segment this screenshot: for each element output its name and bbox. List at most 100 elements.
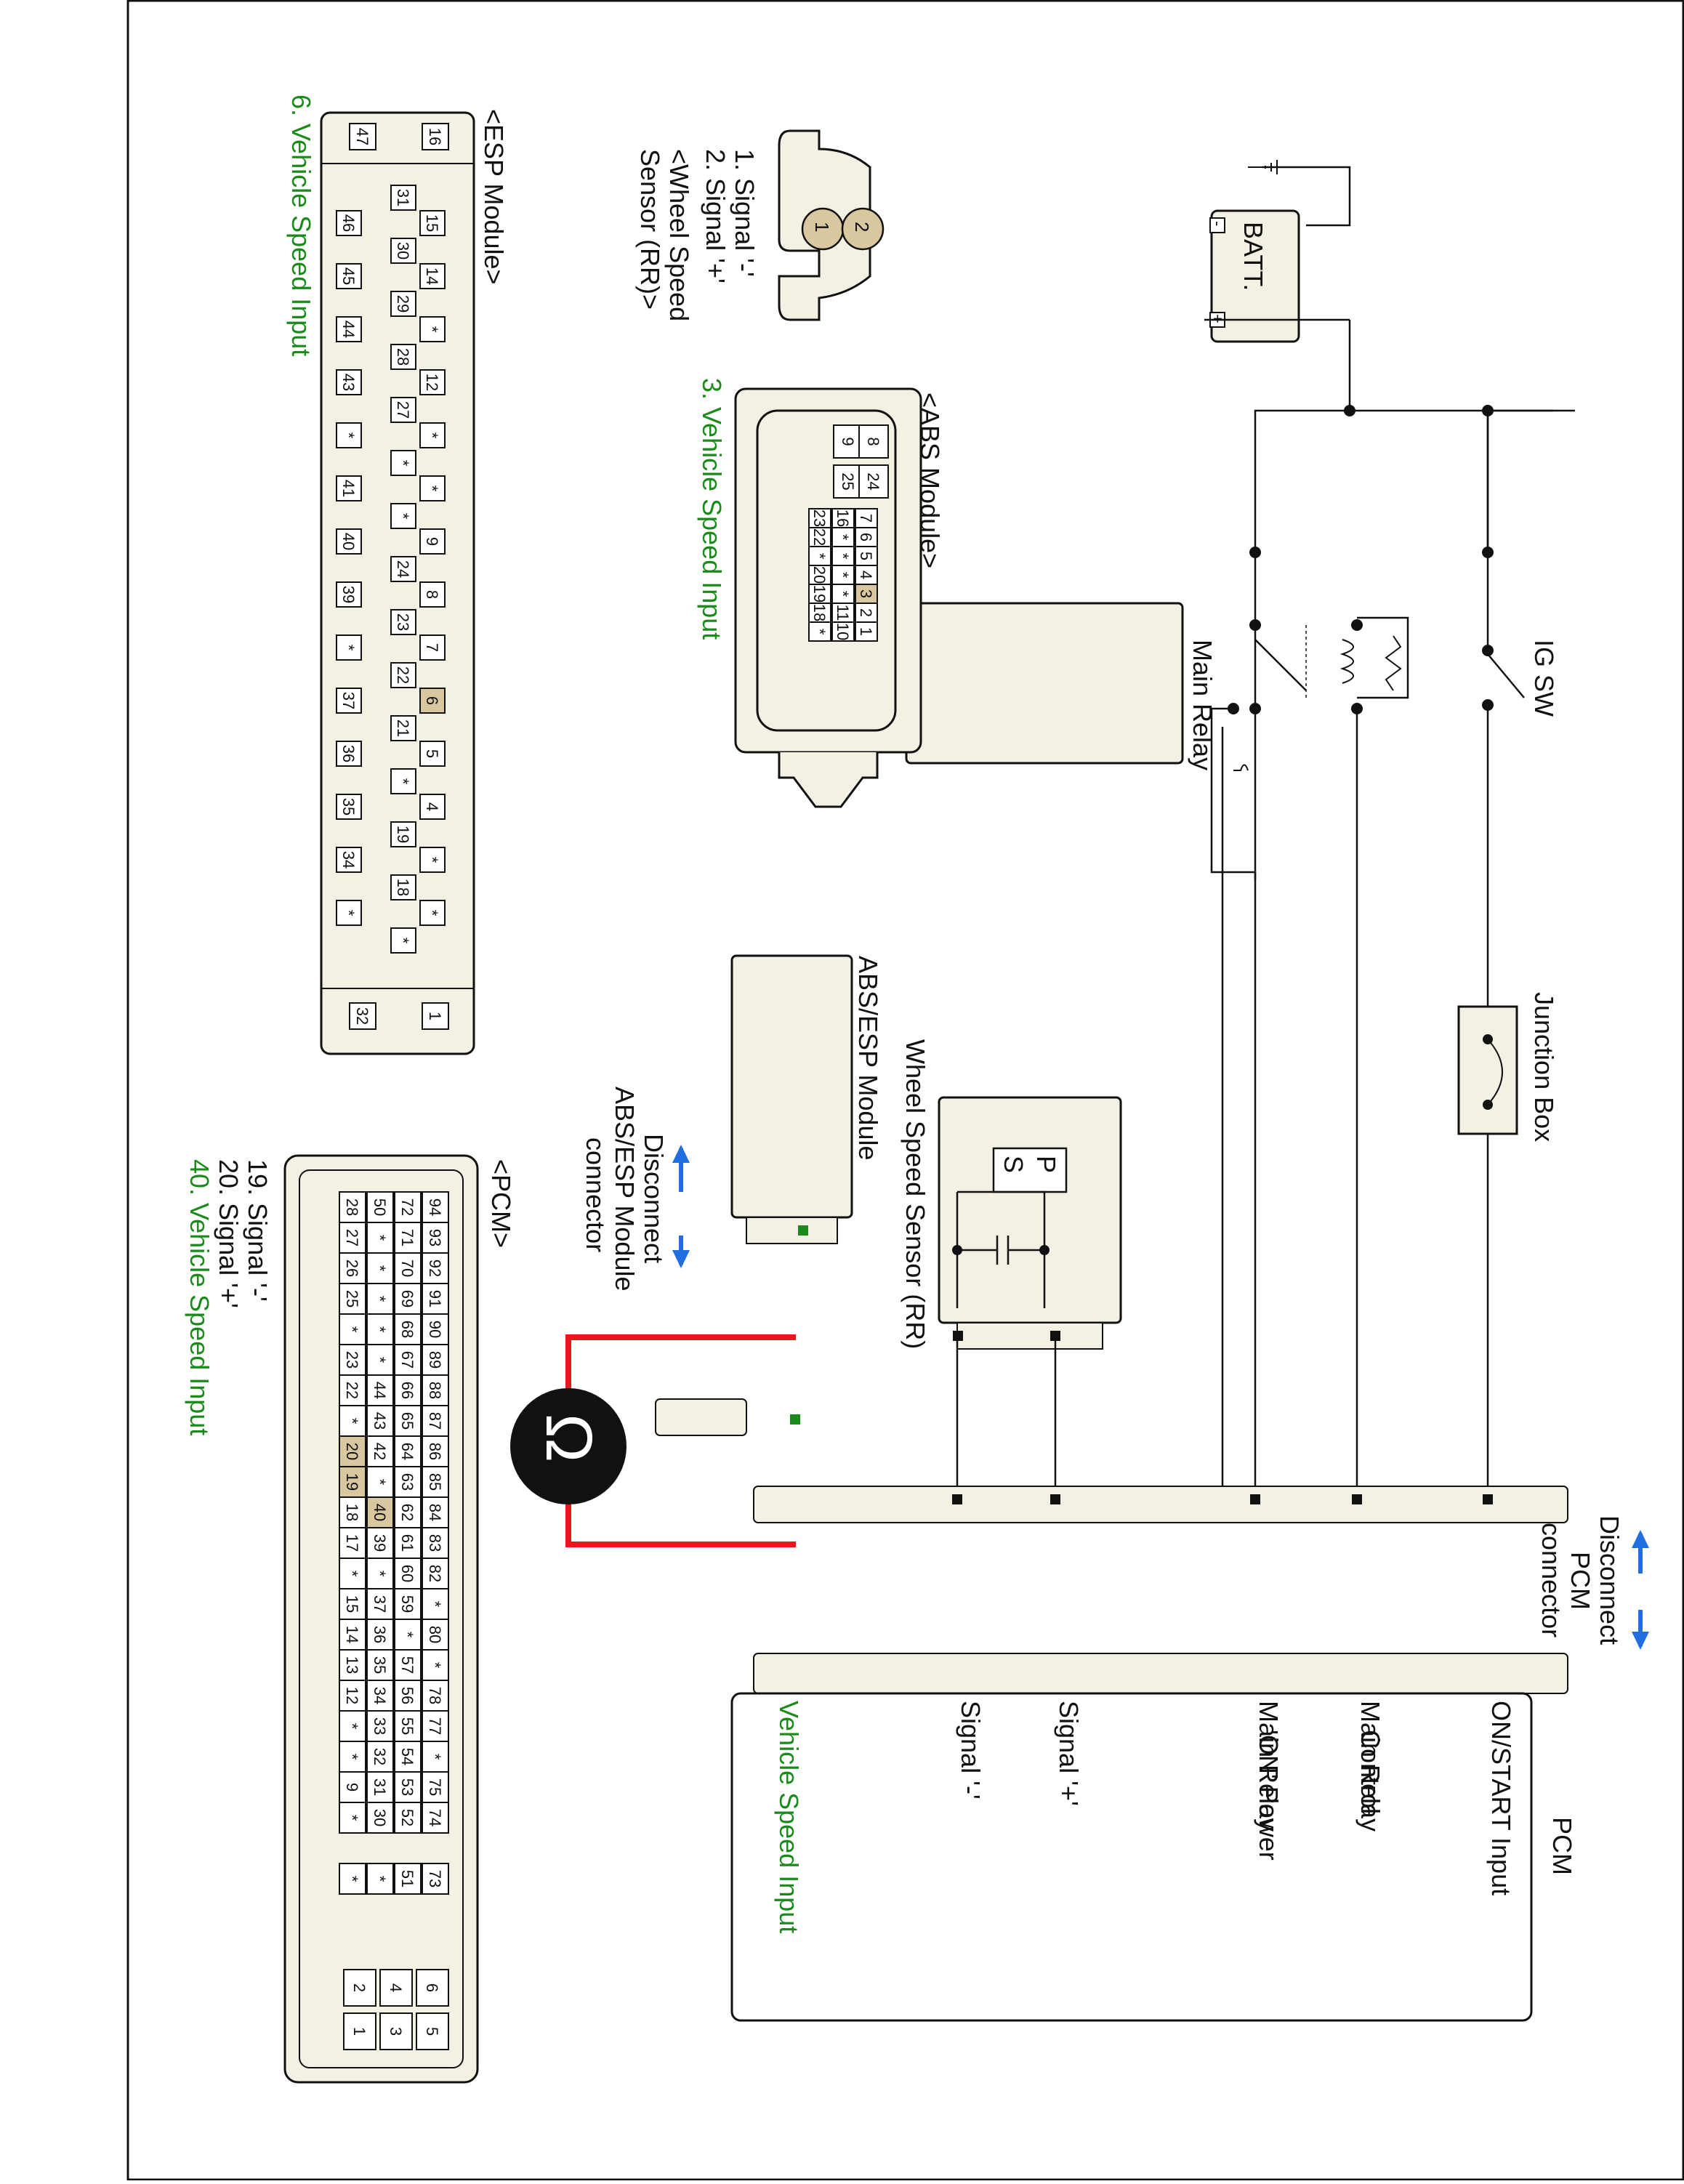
esp-pin-b2-label: 29 — [394, 295, 412, 313]
pcm-pin-label-2-0: Main Relay — [1254, 1701, 1284, 1832]
pcm-pin-r0-7-label: 87 — [426, 1412, 444, 1430]
esp-pin-c10-label: 36 — [339, 745, 358, 762]
pcm-legend-3: 40. Vehicle Speed Input — [185, 1159, 214, 1435]
pcm-pin-r0-14-label: 80 — [426, 1626, 444, 1643]
pcm-pin-r2-4: * — [366, 1313, 394, 1345]
esp-pin-b0-label: 31 — [394, 189, 412, 206]
pcm-pin-r1-7-label: 65 — [398, 1412, 416, 1430]
pcm-pin-r0-18: * — [422, 1741, 449, 1773]
abs-legend: 3. Vehicle Speed Input — [697, 378, 727, 640]
pcm-legend-2: 20. Signal '+' — [214, 1159, 243, 1308]
abs-harness-connector — [655, 1398, 747, 1436]
pcm-pin-r3-14-label: 14 — [343, 1626, 361, 1643]
pcm-pin-r2-15: 35 — [366, 1649, 394, 1681]
pcm-pin-r1-15-label: 57 — [398, 1656, 416, 1674]
abs-pin-r1-1: * — [831, 527, 855, 547]
pcm-pin-r0-20: 74 — [422, 1802, 449, 1834]
pcm-pin-r0-8: 86 — [422, 1435, 449, 1467]
esp-pin-b13: 18 — [390, 874, 416, 900]
pcm-pin-r0-4: 90 — [422, 1313, 449, 1345]
abs-pin-r1-0-label: 16 — [834, 509, 852, 527]
wss-legend-1: 1. Signal '-' — [730, 149, 760, 277]
abs-pin-r0-0-label: 7 — [857, 514, 875, 523]
pcm-small-pin-2: 2 — [343, 1969, 376, 2007]
pcm-pin-r3-20: * — [339, 1802, 366, 1834]
pcm-pin-r2-13: 37 — [366, 1588, 394, 1620]
esp-pin-b12: 19 — [390, 821, 416, 847]
pcm-pin-r1-18-label: 54 — [398, 1748, 416, 1765]
esp-pin-c11-label: 35 — [339, 798, 358, 815]
pcm-pin-r0-16-label: 78 — [426, 1687, 444, 1704]
abs-pin-r0-3: 4 — [855, 565, 878, 585]
abs-pin-r0-1-label: 6 — [857, 533, 875, 541]
esp-pin-c10: 36 — [336, 741, 362, 767]
pcm-pin-r0-9: 85 — [422, 1466, 449, 1498]
abs-pin-r1-3: * — [831, 565, 855, 585]
abs-esp-module-label: ABS/ESP Module — [853, 956, 883, 1161]
esp-pin-c1-label: 45 — [339, 267, 358, 285]
pcm-pin-r3-19-label: 9 — [343, 1783, 361, 1792]
pcm-pin-r3-10-label: 18 — [343, 1504, 361, 1521]
pcm-pin-r0-13-label: * — [426, 1601, 444, 1608]
pcm-pin-r2-16: 34 — [366, 1680, 394, 1712]
pcm-pin-r3-22-label: * — [343, 1876, 361, 1882]
abs-pin-r2-6-label: * — [810, 629, 829, 635]
abs-pin-r2-1-label: 22 — [810, 528, 829, 546]
disconnect-abs-line2: ABS/ESP Module — [610, 1087, 640, 1292]
pcm-pin-r0-17-label: 77 — [426, 1717, 444, 1735]
pcm-pin-r0-2: 92 — [422, 1252, 449, 1284]
disconnect-pcm-line3: connector — [1536, 1523, 1566, 1637]
esp-pin-b8: 23 — [390, 609, 416, 635]
esp-pin-corner-1: 1 — [422, 1002, 449, 1030]
esp-pin-a10-label: 5 — [423, 749, 441, 758]
pcm-pin-r2-1: * — [366, 1222, 394, 1254]
abs-pin-r1-4-label: * — [834, 591, 852, 597]
esp-pin-a13: * — [419, 900, 446, 926]
pcm-pin-r1-5: 67 — [394, 1344, 422, 1376]
pcm-title: PCM — [1547, 1817, 1577, 1875]
esp-pin-c7: 39 — [336, 581, 362, 608]
pcm-pin-r0-6-label: 88 — [426, 1382, 444, 1399]
esp-pin-corner-32-label: 32 — [353, 1007, 371, 1025]
esp-pin-c9: 37 — [336, 688, 362, 714]
esp-pin-c12: 34 — [336, 847, 362, 873]
esp-pin-a9: 6 — [419, 688, 446, 714]
pcm-pin-r3-5-label: 23 — [343, 1351, 361, 1369]
esp-pin-b1: 30 — [390, 238, 416, 264]
pcm-pin-r0-5: 89 — [422, 1344, 449, 1376]
esp-pin-b6: * — [390, 503, 416, 529]
pcm-pin-r1-2-label: 70 — [398, 1260, 416, 1277]
esp-pin-a0: 15 — [419, 210, 446, 236]
abs-pin-1-label: 8 — [864, 437, 882, 446]
pcm-legend-1: 19. Signal '-' — [243, 1159, 273, 1302]
pcm-pin-r1-14-label: * — [398, 1632, 416, 1638]
pcm-pin-r2-3: * — [366, 1283, 394, 1315]
pcm-pin-grid: 94939291908988878685848382*80*7877*75747… — [339, 1191, 449, 2050]
wss-legend-2: 2. Signal '+' — [701, 149, 730, 283]
esp-pin-corner-47-label: 47 — [353, 128, 371, 145]
pcm-pin-r1-4-label: 68 — [398, 1321, 416, 1338]
pcm-small-pin-6-label: 6 — [423, 1983, 441, 1992]
esp-pin-a2: * — [419, 316, 446, 342]
abs-pin-r0-0: 7 — [855, 508, 878, 528]
pcm-pin-r1-9-label: 63 — [398, 1473, 416, 1491]
pcm-pin-r0-19-label: 75 — [426, 1778, 444, 1796]
abs-pin-r2-0-label: 23 — [810, 509, 829, 527]
esp-pin-b10: 21 — [390, 715, 416, 741]
pcm-pin-r0-2-label: 92 — [426, 1260, 444, 1277]
pcm-pin-r3-6-label: 22 — [343, 1382, 361, 1399]
abs-pin-r2-5: 18 — [808, 603, 831, 623]
pcm-pin-r2-22: * — [366, 1863, 394, 1895]
esp-pin-a2-label: * — [423, 326, 441, 333]
esp-pin-c0-label: 46 — [339, 214, 358, 232]
esp-pin-a7: 8 — [419, 581, 446, 608]
abs-pin-r1-6-label: 10 — [834, 623, 852, 640]
pcm-pin-r3-15: 13 — [339, 1649, 366, 1681]
esp-pin-a9-label: 6 — [423, 696, 441, 705]
esp-pin-b5-label: * — [394, 460, 412, 467]
